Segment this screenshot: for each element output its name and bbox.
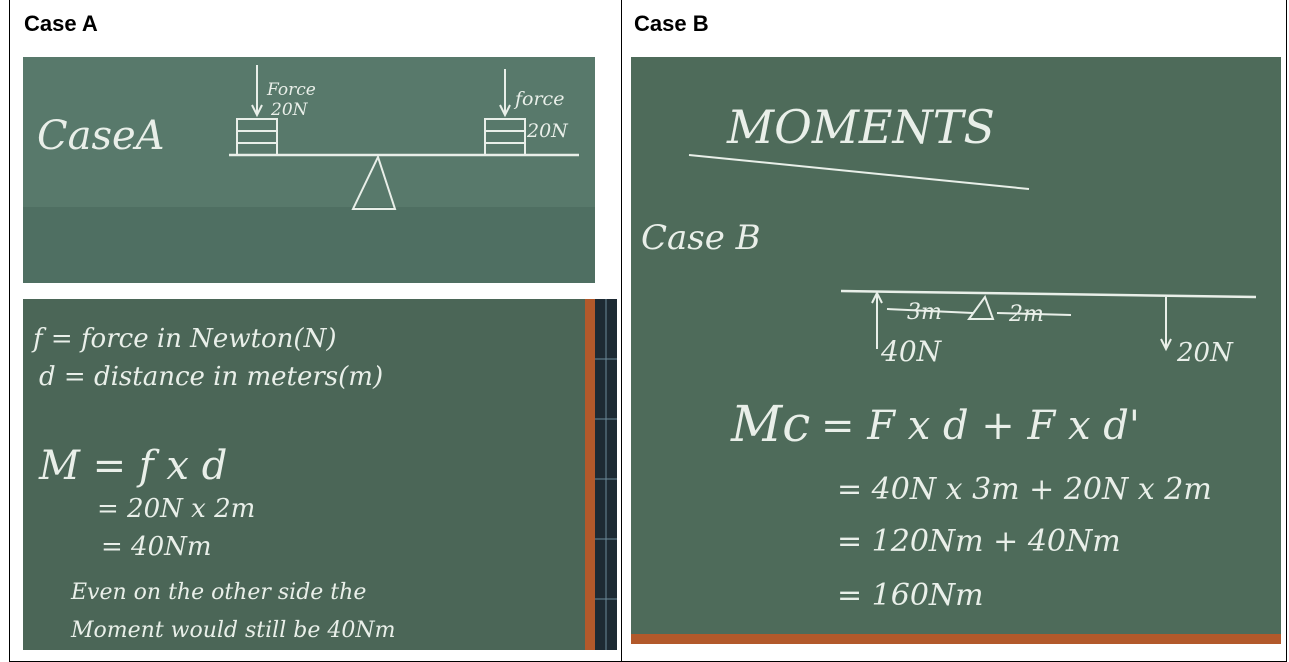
case-a-heading: Case A [24,11,98,36]
left-force-value: 20N [270,100,309,120]
case-a-label: CaseA [37,113,165,159]
beam-arrows [871,290,1172,352]
formula-line-4: = 20N x 2m [97,494,255,524]
moment-rhs: = F x d + F x d' [821,403,1140,449]
right-force-label: force [513,88,564,110]
formula-line-5: = 40Nm [101,532,212,562]
moments-title: MOMENTS [726,100,995,154]
pivot-triangle [351,154,397,210]
right-force-value: 20N [526,120,569,142]
case-b-cell: Case B MOMENTS Case B 3m 2m [622,0,1286,662]
cases-table: Case A CaseA Force 20N [9,0,1287,662]
title-underline [688,154,1030,190]
case-b-label: Case B [641,218,761,258]
step-1: = 40N x 3m + 20N x 2m [837,472,1212,507]
formula-line-3: M = f x d [38,443,227,489]
left-force-label: Force [266,80,316,100]
case-a-calculation-photo: f = force in Newton(N) d = distance in m… [23,299,617,650]
case-a-seesaw-photo: CaseA Force 20N force 20N [23,57,595,283]
right-block [484,69,526,156]
step-3: = 160Nm [837,578,984,613]
force-right: 20N [1176,338,1234,368]
step-2: = 120Nm + 40Nm [837,524,1121,559]
force-left: 40N [880,335,943,368]
distance-right: 2m [1008,302,1044,327]
formula-line-7: Moment would still be 40Nm [70,618,395,643]
distance-left: 3m [907,300,942,325]
formula-line-2: d = distance in meters(m) [39,362,383,392]
formula-line-1: f = force in Newton(N) [31,324,336,354]
moment-lhs: Mc [730,395,810,453]
formula-line-6: Even on the other side the [70,580,366,605]
case-b-heading: Case B [634,11,709,36]
case-a-cell: Case A CaseA Force 20N [10,0,622,662]
beam-line [840,289,1257,299]
case-b-moments-photo: MOMENTS Case B 3m 2m 40N 20N Mc = [631,57,1281,644]
